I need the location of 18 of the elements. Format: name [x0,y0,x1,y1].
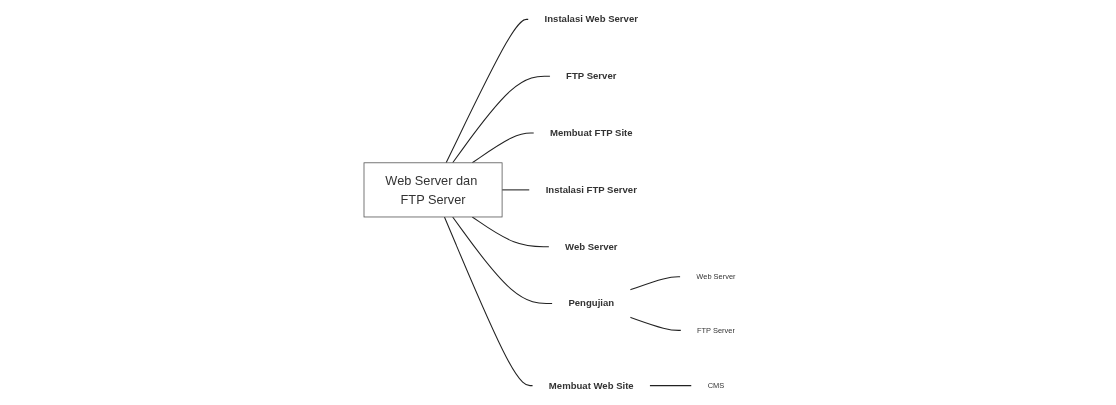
connector [452,216,554,305]
node-text: Pengujian [568,297,615,309]
connector [472,132,535,164]
node-text: Web Server [565,241,618,252]
connector [445,18,530,164]
connector [472,216,550,248]
connector [452,75,551,164]
node-text: Membuat FTP Site [550,127,633,139]
connector [629,276,682,291]
node-box: Web Server dan FTP Server [363,162,503,218]
node-text: Instalasi Web Server [544,13,639,25]
connector [501,189,531,191]
node-text: FTP Server [566,70,617,82]
connector [649,385,693,387]
connector [629,316,682,331]
node-text: Instalasi FTP Server [545,184,638,195]
connector [444,216,534,387]
node-text: Membuat Web Site [549,380,634,391]
